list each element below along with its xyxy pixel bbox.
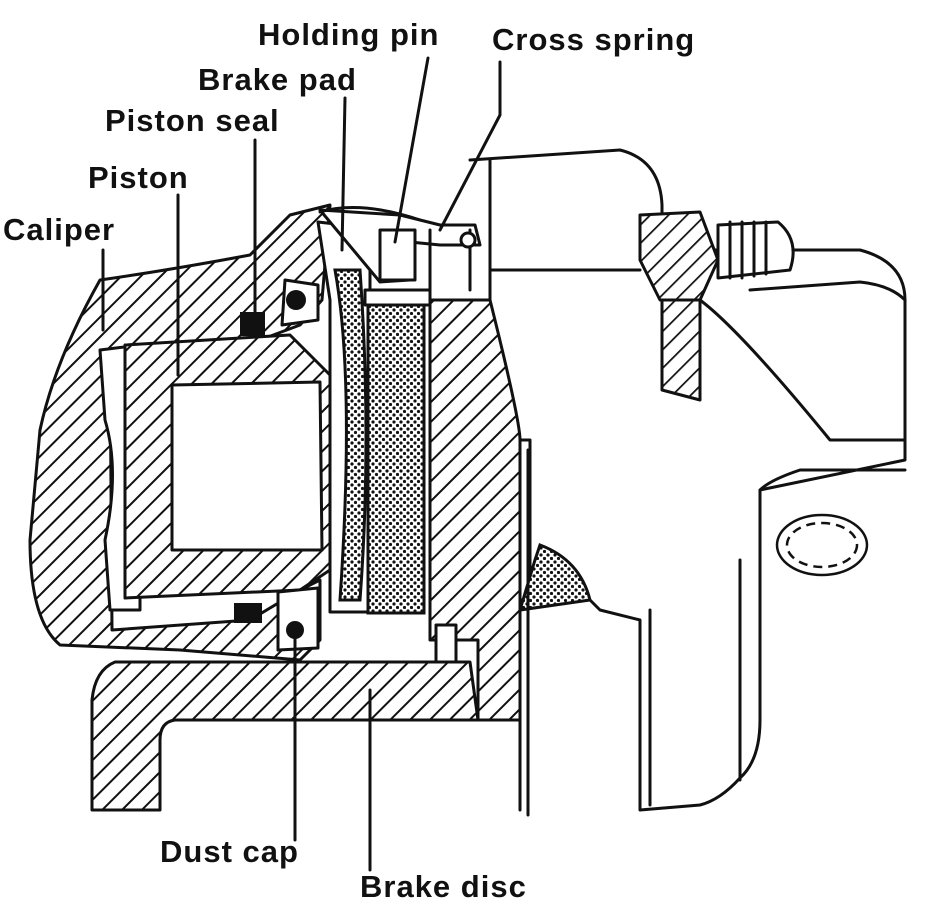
label-caliper: Caliper: [3, 212, 115, 247]
dust-cap: [234, 586, 320, 652]
leader-lines: [101, 56, 502, 872]
label-dust-cap: Dust cap: [160, 834, 299, 869]
label-brake-disc: Brake disc: [360, 869, 527, 900]
hub-flange: [90, 660, 480, 812]
label-piston-seal: Piston seal: [105, 103, 280, 138]
label-holding-pin: Holding pin: [258, 17, 439, 52]
brake-disc: [428, 298, 530, 817]
guide-bolt: [638, 210, 795, 402]
label-cross-spring: Cross spring: [492, 22, 695, 57]
piston-seal: [240, 278, 320, 336]
label-piston: Piston: [88, 160, 189, 195]
piston: [123, 333, 332, 600]
label-brake-pad: Brake pad: [198, 62, 357, 97]
